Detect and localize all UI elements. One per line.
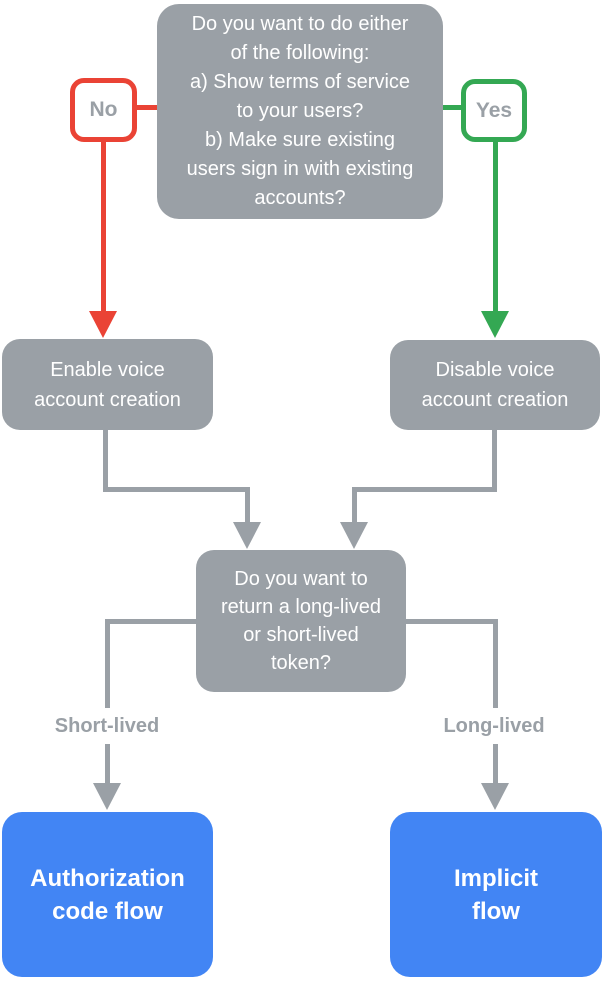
token-question-node: Do you want to return a long-lived or sh… bbox=[196, 550, 406, 692]
connector-longlived-down bbox=[493, 619, 498, 783]
arrow-down-icon bbox=[89, 311, 117, 338]
arrow-down-icon bbox=[93, 783, 121, 810]
connector-yes-horizontal bbox=[442, 105, 463, 110]
connector-disable-drop bbox=[352, 487, 357, 525]
yes-badge: Yes bbox=[461, 79, 527, 142]
no-badge: No bbox=[70, 78, 137, 142]
top-question-node: Do you want to do either of the followin… bbox=[157, 4, 443, 219]
arrow-down-icon bbox=[340, 522, 368, 549]
enable-voice-node: Enable voice account creation bbox=[2, 339, 213, 430]
short-lived-label: Short-lived bbox=[22, 708, 192, 744]
connector-disable-down bbox=[492, 430, 497, 492]
long-lived-label: Long-lived bbox=[410, 708, 578, 744]
arrow-down-icon bbox=[233, 522, 261, 549]
disable-voice-node: Disable voice account creation bbox=[390, 340, 600, 430]
connector-longlived-across bbox=[404, 619, 498, 624]
connector-disable-across bbox=[352, 487, 497, 492]
authorization-code-flow-node: Authorization code flow bbox=[2, 812, 213, 977]
connector-yes-vertical bbox=[493, 140, 498, 312]
arrow-down-icon bbox=[481, 783, 509, 810]
connector-no-vertical bbox=[101, 140, 106, 312]
arrow-down-icon bbox=[481, 311, 509, 338]
connector-no-horizontal bbox=[137, 105, 158, 110]
connector-shortlived-across bbox=[105, 619, 200, 624]
connector-enable-down bbox=[103, 430, 108, 492]
implicit-flow-node: Implicit flow bbox=[390, 812, 602, 977]
connector-enable-drop bbox=[245, 487, 250, 525]
connector-enable-across bbox=[103, 487, 250, 492]
connector-shortlived-down bbox=[105, 619, 110, 783]
